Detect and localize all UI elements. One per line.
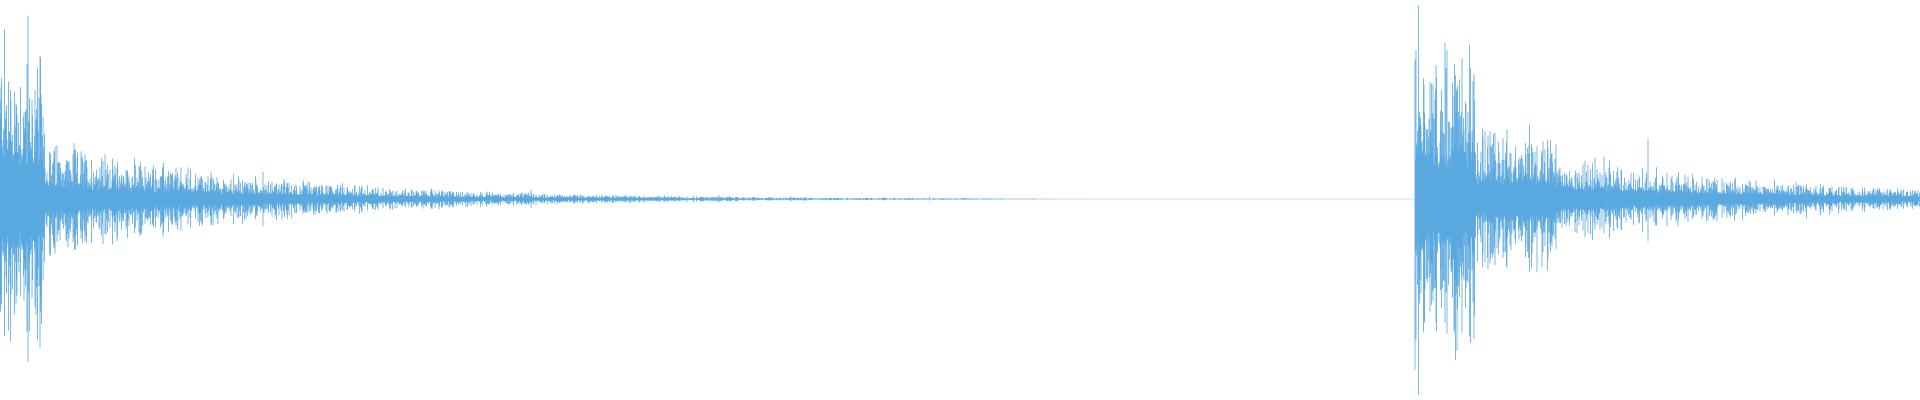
waveform-path [0, 5, 1920, 396]
waveform-samples [0, 5, 1920, 396]
